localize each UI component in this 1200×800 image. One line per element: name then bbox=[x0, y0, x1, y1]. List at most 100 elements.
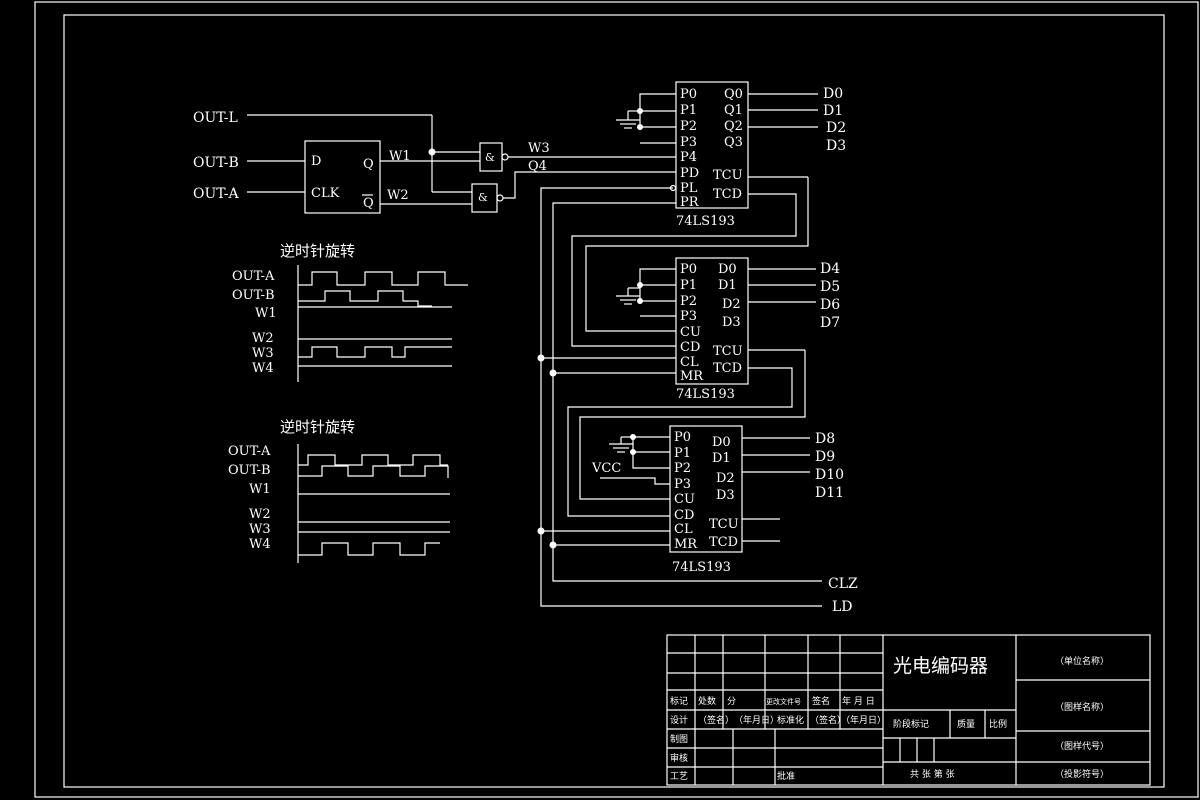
tb-count: 处数 bbox=[698, 695, 716, 707]
tb-stage: 阶段标记 bbox=[893, 718, 929, 730]
chip1-pin-pr: PR bbox=[680, 195, 700, 210]
chip2-pin-p1: P1 bbox=[680, 278, 697, 293]
chip2-pin-p0: P0 bbox=[680, 262, 697, 277]
label-q4: Q4 bbox=[528, 159, 547, 174]
chip1-pin-p4: P4 bbox=[680, 150, 697, 165]
tb-reviewed: 审核 bbox=[670, 752, 688, 764]
chip1-pin-tcd: TCD bbox=[713, 187, 742, 202]
chip3-out-d10: D10 bbox=[815, 467, 844, 483]
tb-sheets: 共 张 第 张 bbox=[910, 768, 955, 780]
timing2-title: 逆时针旋转 bbox=[280, 418, 355, 436]
chip3-pin-p1: P1 bbox=[674, 446, 691, 461]
chip1-tcu-to-chip2-cu bbox=[585, 177, 809, 332]
tb-standard: 标准化 bbox=[777, 714, 804, 726]
chip3-name: 74LS193 bbox=[672, 560, 731, 575]
input-out-b: OUT-B bbox=[193, 155, 239, 171]
bus-ld-label: LD bbox=[832, 599, 853, 615]
chip3-pin-p2: P2 bbox=[674, 461, 691, 476]
timing2-label-w1: W1 bbox=[249, 482, 271, 497]
chip2-out-d5: D5 bbox=[820, 279, 840, 295]
chip3-pin-tcd: TCD bbox=[709, 535, 738, 550]
timing1-label-w2: W2 bbox=[252, 331, 274, 346]
chip1-pin-p3: P3 bbox=[680, 135, 697, 150]
chip1-tcd-to-chip2-cd bbox=[571, 193, 797, 347]
tb-date: 年 月 日 bbox=[842, 695, 875, 707]
chip1-pin-q1: Q1 bbox=[724, 103, 743, 118]
timing1-wave-out-a bbox=[298, 271, 468, 286]
d-flipflop bbox=[304, 140, 381, 214]
chip1-body bbox=[675, 81, 749, 209]
chip3-pin-tcu: TCU bbox=[709, 517, 739, 532]
bus-clz bbox=[552, 202, 822, 582]
label-w3: W3 bbox=[528, 141, 550, 156]
input-out-a: OUT-A bbox=[193, 186, 240, 202]
junction-clz-1 bbox=[549, 369, 557, 377]
chip1-junction-2 bbox=[637, 124, 643, 130]
timing1-label-out-a: OUT-A bbox=[232, 269, 275, 284]
chip1-out-d3: D3 bbox=[826, 138, 846, 154]
tb-approved: 批准 bbox=[777, 770, 795, 782]
chip3-out-d8: D8 bbox=[815, 431, 835, 447]
chip1-pin-p1: P1 bbox=[680, 103, 697, 118]
chip1-out-d0: D0 bbox=[823, 86, 843, 102]
tb-date2: （年月日） bbox=[841, 714, 886, 726]
chip2-out-d7: D7 bbox=[820, 315, 840, 331]
timing2-label-out-b: OUT-B bbox=[228, 463, 271, 478]
timing1-title: 逆时针旋转 bbox=[280, 242, 355, 260]
chip1-pin-tcu: TCU bbox=[713, 168, 743, 183]
tb-mark: 标记 bbox=[670, 695, 688, 707]
ff-clk-pin: CLK bbox=[311, 186, 340, 201]
inner-border bbox=[63, 14, 1165, 788]
chip1-out-d1: D1 bbox=[823, 103, 843, 119]
chip2-pin-d0: D0 bbox=[718, 262, 737, 277]
ff-qbar-pin: Q bbox=[363, 196, 374, 211]
chip3-pin-d3: D3 bbox=[716, 488, 735, 503]
chip2-pin-d2: D2 bbox=[722, 297, 741, 312]
chip1-pin-pd: PD bbox=[680, 166, 699, 181]
junction-ld-1 bbox=[537, 354, 545, 362]
tb-drawing-title: 光电编码器 bbox=[893, 655, 988, 677]
tb-signature: 签名 bbox=[812, 695, 830, 707]
chip1-name: 74LS193 bbox=[676, 214, 735, 229]
tb-sign1: （签名） bbox=[698, 714, 734, 726]
vcc-label: VCC bbox=[591, 461, 621, 476]
chip2-left-pins: P0 P1 P2 P3 CU CD CL MR bbox=[680, 262, 704, 384]
chip2-name: 74LS193 bbox=[676, 387, 735, 402]
chip1-pin-q3: Q3 bbox=[724, 135, 743, 150]
chip1-pin-q2: Q2 bbox=[724, 119, 743, 134]
outer-border bbox=[34, 1, 1199, 798]
timing2-wave-out-b bbox=[298, 465, 449, 478]
chip2-pin-p3: P3 bbox=[680, 309, 697, 324]
chip1-pin-pl: PL bbox=[680, 181, 698, 196]
chip1-right-pins: Q0 Q1 Q2 Q3 TCU TCD bbox=[713, 87, 743, 202]
timing1-label-w1: W1 bbox=[255, 306, 277, 321]
ff-d-pin: D bbox=[311, 154, 321, 169]
gate1-output-bubble bbox=[501, 153, 509, 161]
tb-weight: 质量 bbox=[957, 718, 975, 730]
vcc-wire bbox=[600, 477, 670, 485]
chip2-junction-1 bbox=[637, 282, 643, 288]
chip2-tcu-to-chip3-cu bbox=[579, 350, 806, 500]
tb-sign2: （签名） bbox=[810, 714, 846, 726]
timing1-label-out-b: OUT-B bbox=[232, 288, 275, 303]
chip3-pin-p3: P3 bbox=[674, 477, 691, 492]
tb-scale: 比例 bbox=[989, 718, 1007, 730]
chip3-pin-cd: CD bbox=[674, 508, 694, 523]
title-block: 光电编码器 （单位名称） （图样名称） （图样代号） （投影符号） 标记 处数 … bbox=[666, 634, 1151, 786]
label-w1: W1 bbox=[389, 149, 411, 164]
wire-q4 bbox=[503, 171, 676, 199]
tb-design: 设计 bbox=[670, 714, 688, 726]
chip1-out-d2: D2 bbox=[826, 120, 846, 136]
bus-ld bbox=[540, 187, 822, 607]
chip2-out-d6: D6 bbox=[820, 297, 840, 313]
timing2-label-w3: W3 bbox=[249, 522, 271, 537]
chip3-pin-cu: CU bbox=[674, 492, 695, 507]
chip2-pin-p2: P2 bbox=[680, 294, 697, 309]
tb-change-doc: 更改文件号 bbox=[766, 697, 801, 706]
chip3-right-pins: D0 D1 D2 D3 TCU TCD bbox=[709, 435, 739, 550]
ff-q-pin: Q bbox=[363, 157, 374, 172]
chip1-left-pins: P0 P1 P2 P3 P4 PD PL PR bbox=[680, 87, 700, 210]
timing2-label-w2: W2 bbox=[249, 507, 271, 522]
chip3-pin-p0: P0 bbox=[674, 430, 691, 445]
timing2-label-out-a: OUT-A bbox=[228, 444, 271, 459]
